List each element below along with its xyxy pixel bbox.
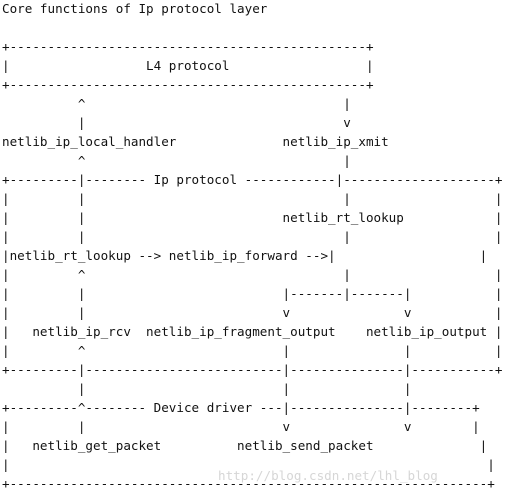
- ascii-diagram: Core functions of Ip protocol layer +----…: [2, 0, 502, 493]
- diagram-line: | ^ | |: [2, 267, 503, 282]
- l4-box-top-border: +---------------------------------------…: [2, 39, 374, 54]
- diagram-line: | | |: [2, 381, 412, 396]
- l4-protocol-box: | L4 protocol |: [2, 58, 374, 73]
- diagram-line: | | | |: [2, 191, 503, 206]
- diagram-title: Core functions of Ip protocol layer: [2, 1, 268, 16]
- diagram-line: | | |-------|-------| |: [2, 286, 503, 301]
- forward-path-line: |netlib_rt_lookup --> netlib_ip_forward …: [2, 248, 488, 263]
- diagram-line: [2, 18, 502, 37]
- diagram-line: | ^ | | |: [2, 343, 503, 358]
- ip-functions-line: | netlib_ip_rcv netlib_ip_fragment_outpu…: [2, 324, 503, 339]
- diagram-line: | | | |: [2, 229, 503, 244]
- watermark: http://blog.csdn.net/lhl_blog: [218, 468, 438, 483]
- ip-protocol-box-top-border: +---------|-------- Ip protocol --------…: [2, 172, 503, 187]
- local-handler-and-xmit-line: netlib_ip_local_handler netlib_ip_xmit: [2, 134, 389, 149]
- rt-lookup-line: | | netlib_rt_lookup |: [2, 210, 503, 225]
- device-driver-box-top-border: +---------^-------- Device driver ---|--…: [2, 400, 480, 415]
- diagram-line: | v: [2, 115, 351, 130]
- diagram-line: | |: [2, 457, 495, 472]
- device-driver-box-bottom-border: +---------------------------------------…: [2, 476, 495, 491]
- l4-box-bottom-border: +---------------------------------------…: [2, 77, 374, 92]
- diagram-line: | | v v |: [2, 305, 503, 320]
- ip-protocol-box-bottom-border: +---------|--------------------------|--…: [2, 362, 503, 377]
- diagram-line: ^ |: [2, 153, 351, 168]
- diagram-line: ^ |: [2, 96, 351, 111]
- diagram-line: | | v v |: [2, 419, 480, 434]
- device-driver-functions-line: | netlib_get_packet netlib_send_packet |: [2, 438, 488, 453]
